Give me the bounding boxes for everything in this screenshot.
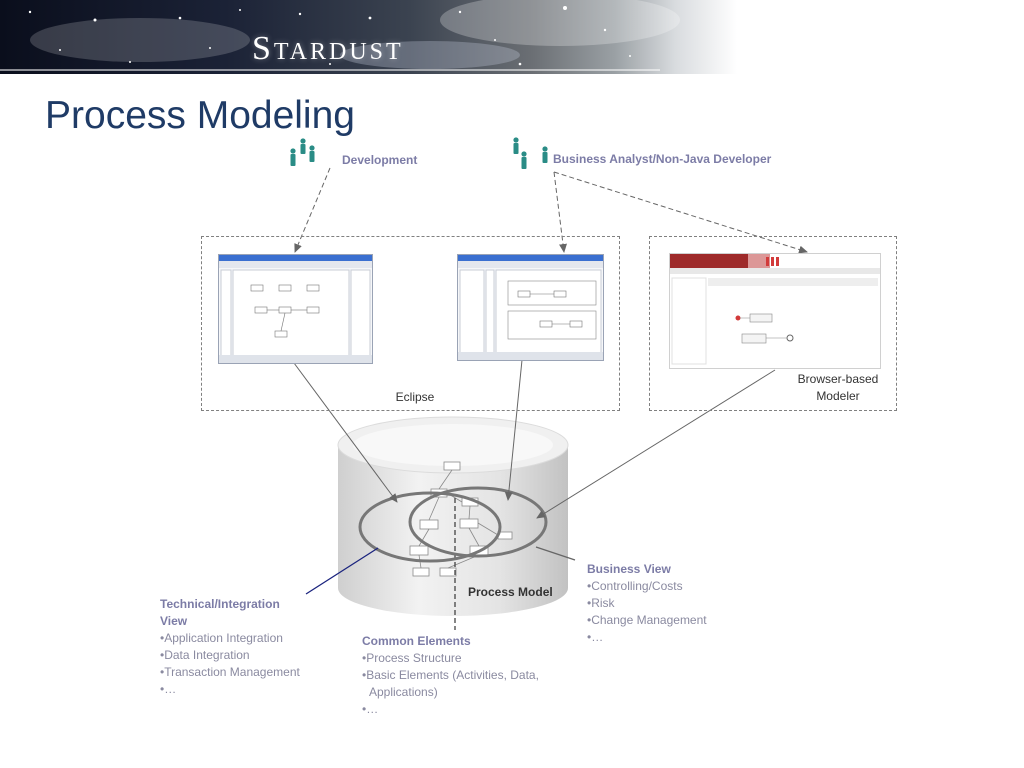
page-title: Process Modeling <box>45 94 355 137</box>
technical-view-item: Application Integration <box>160 630 310 647</box>
eclipse-analyst-screenshot <box>457 254 604 361</box>
common-elements-title: Common Elements <box>362 634 471 648</box>
business-view-connector <box>535 546 576 561</box>
browser-label-line1: Browser-based <box>797 372 879 386</box>
browser-modeler-arrow <box>536 369 776 519</box>
browser-modeler-label: Browser-based Modeler <box>790 371 886 405</box>
common-elements-item: Process Structure <box>362 650 544 667</box>
browser-group-box <box>649 236 897 411</box>
business-view-item: Controlling/Costs <box>587 578 737 595</box>
actor-label-development: Development <box>342 153 418 167</box>
eclipse-technical-arrow <box>293 362 398 503</box>
analyst-people-icon <box>513 137 548 169</box>
business-view-title: Business View <box>587 562 671 576</box>
header-banner: Stardust <box>0 0 1024 74</box>
actor-label-business-analyst: Business Analyst/Non-Java Developer <box>553 152 772 166</box>
starfield-graphic <box>0 0 680 71</box>
brand-logo: Stardust <box>252 30 404 67</box>
business-view-item: … <box>587 629 737 646</box>
technical-view-title-line1: Technical/Integration <box>160 597 280 611</box>
developer-people-icon <box>290 138 315 166</box>
eclipse-group-box <box>201 236 620 411</box>
business-view-ellipse <box>408 486 548 558</box>
common-elements-item: … <box>362 701 544 718</box>
common-elements-note: Common Elements Process Structure Basic … <box>362 633 544 718</box>
browser-modeler-screenshot <box>669 253 881 369</box>
technical-view-ellipse <box>358 491 502 563</box>
technical-view-item: Data Integration <box>160 647 310 664</box>
technical-view-item: Transaction Management <box>160 664 310 681</box>
business-view-item: Risk <box>587 595 737 612</box>
process-model-label: Process Model <box>468 585 553 599</box>
technical-view-connector <box>305 547 379 595</box>
technical-view-item: … <box>160 681 310 698</box>
eclipse-developer-screenshot <box>218 254 373 364</box>
technical-view-note: Technical/Integration View Application I… <box>160 596 310 698</box>
business-view-note: Business View Controlling/Costs Risk Cha… <box>587 561 737 646</box>
common-elements-item: Basic Elements (Activities, Data, Applic… <box>362 667 544 701</box>
development-to-eclipse-arrow <box>294 167 331 253</box>
analyst-to-eclipse-arrow <box>553 171 567 253</box>
business-view-item: Change Management <box>587 612 737 629</box>
technical-view-title-line2: View <box>160 614 188 628</box>
eclipse-label: Eclipse <box>395 390 435 404</box>
browser-label-line2: Modeler <box>816 389 860 403</box>
analyst-to-browser-arrow <box>553 171 808 254</box>
eclipse-analyst-arrow <box>504 359 523 501</box>
process-model-database-cylinder <box>337 416 569 616</box>
